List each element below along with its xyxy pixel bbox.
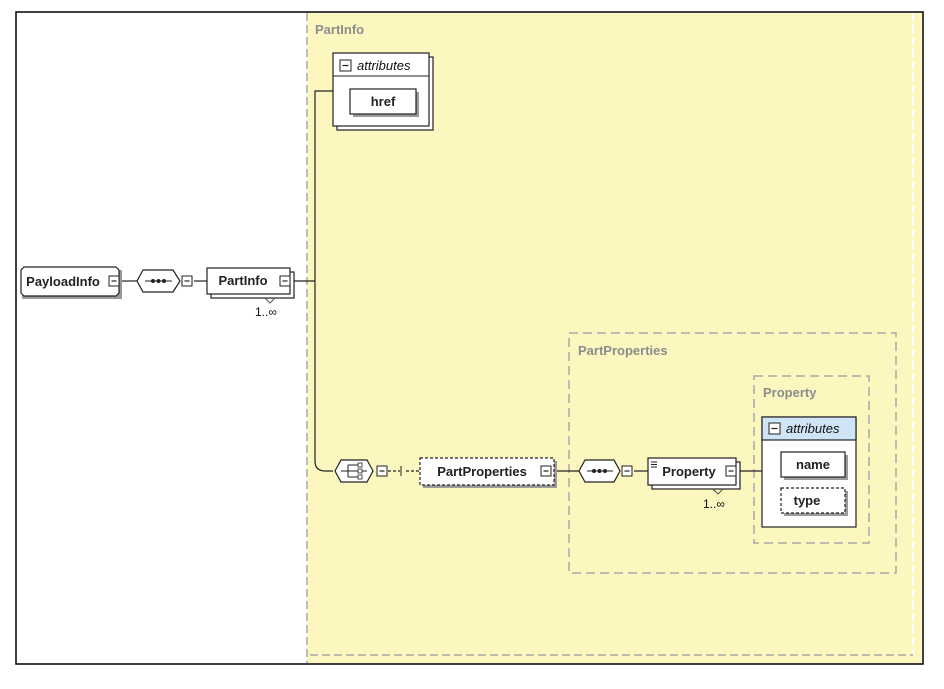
property-attributes-label: attributes — [786, 421, 840, 436]
sequence-compositor-icon[interactable] — [136, 269, 193, 293]
partinfo-group-title: PartInfo — [315, 22, 364, 37]
href-attribute[interactable]: href — [349, 88, 419, 117]
partproperties-label: PartProperties — [437, 464, 527, 479]
choice-compositor-icon[interactable] — [334, 459, 388, 483]
href-label: href — [371, 94, 396, 109]
partinfo-element[interactable]: PartInfo 1..∞ — [206, 267, 295, 319]
partinfo-attributes-box: attributes href — [332, 52, 434, 131]
name-label: name — [796, 457, 830, 472]
partproperties-element[interactable]: PartProperties — [419, 457, 557, 488]
partproperties-group-title: PartProperties — [578, 343, 668, 358]
payloadinfo-element[interactable]: PayloadInfo — [20, 266, 122, 299]
property-element[interactable]: Property 1..∞ — [647, 457, 741, 511]
complex-type-icon — [651, 461, 657, 468]
partinfo-occurrence: 1..∞ — [255, 305, 277, 319]
partinfo-label: PartInfo — [218, 273, 267, 288]
partinfo-attributes-label: attributes — [357, 58, 411, 73]
sequence-compositor-icon[interactable] — [578, 459, 633, 483]
property-attributes-box: attributes name type — [761, 416, 857, 528]
payloadinfo-label: PayloadInfo — [26, 274, 100, 289]
type-label: type — [794, 493, 821, 508]
connectors — [122, 90, 762, 472]
partproperties-group — [568, 332, 897, 574]
name-attribute[interactable]: name — [780, 451, 848, 480]
type-attribute[interactable]: type — [780, 487, 848, 516]
property-group — [753, 375, 870, 544]
property-occurrence: 1..∞ — [703, 497, 725, 511]
property-group-title: Property — [763, 385, 817, 400]
property-label: Property — [662, 464, 716, 479]
